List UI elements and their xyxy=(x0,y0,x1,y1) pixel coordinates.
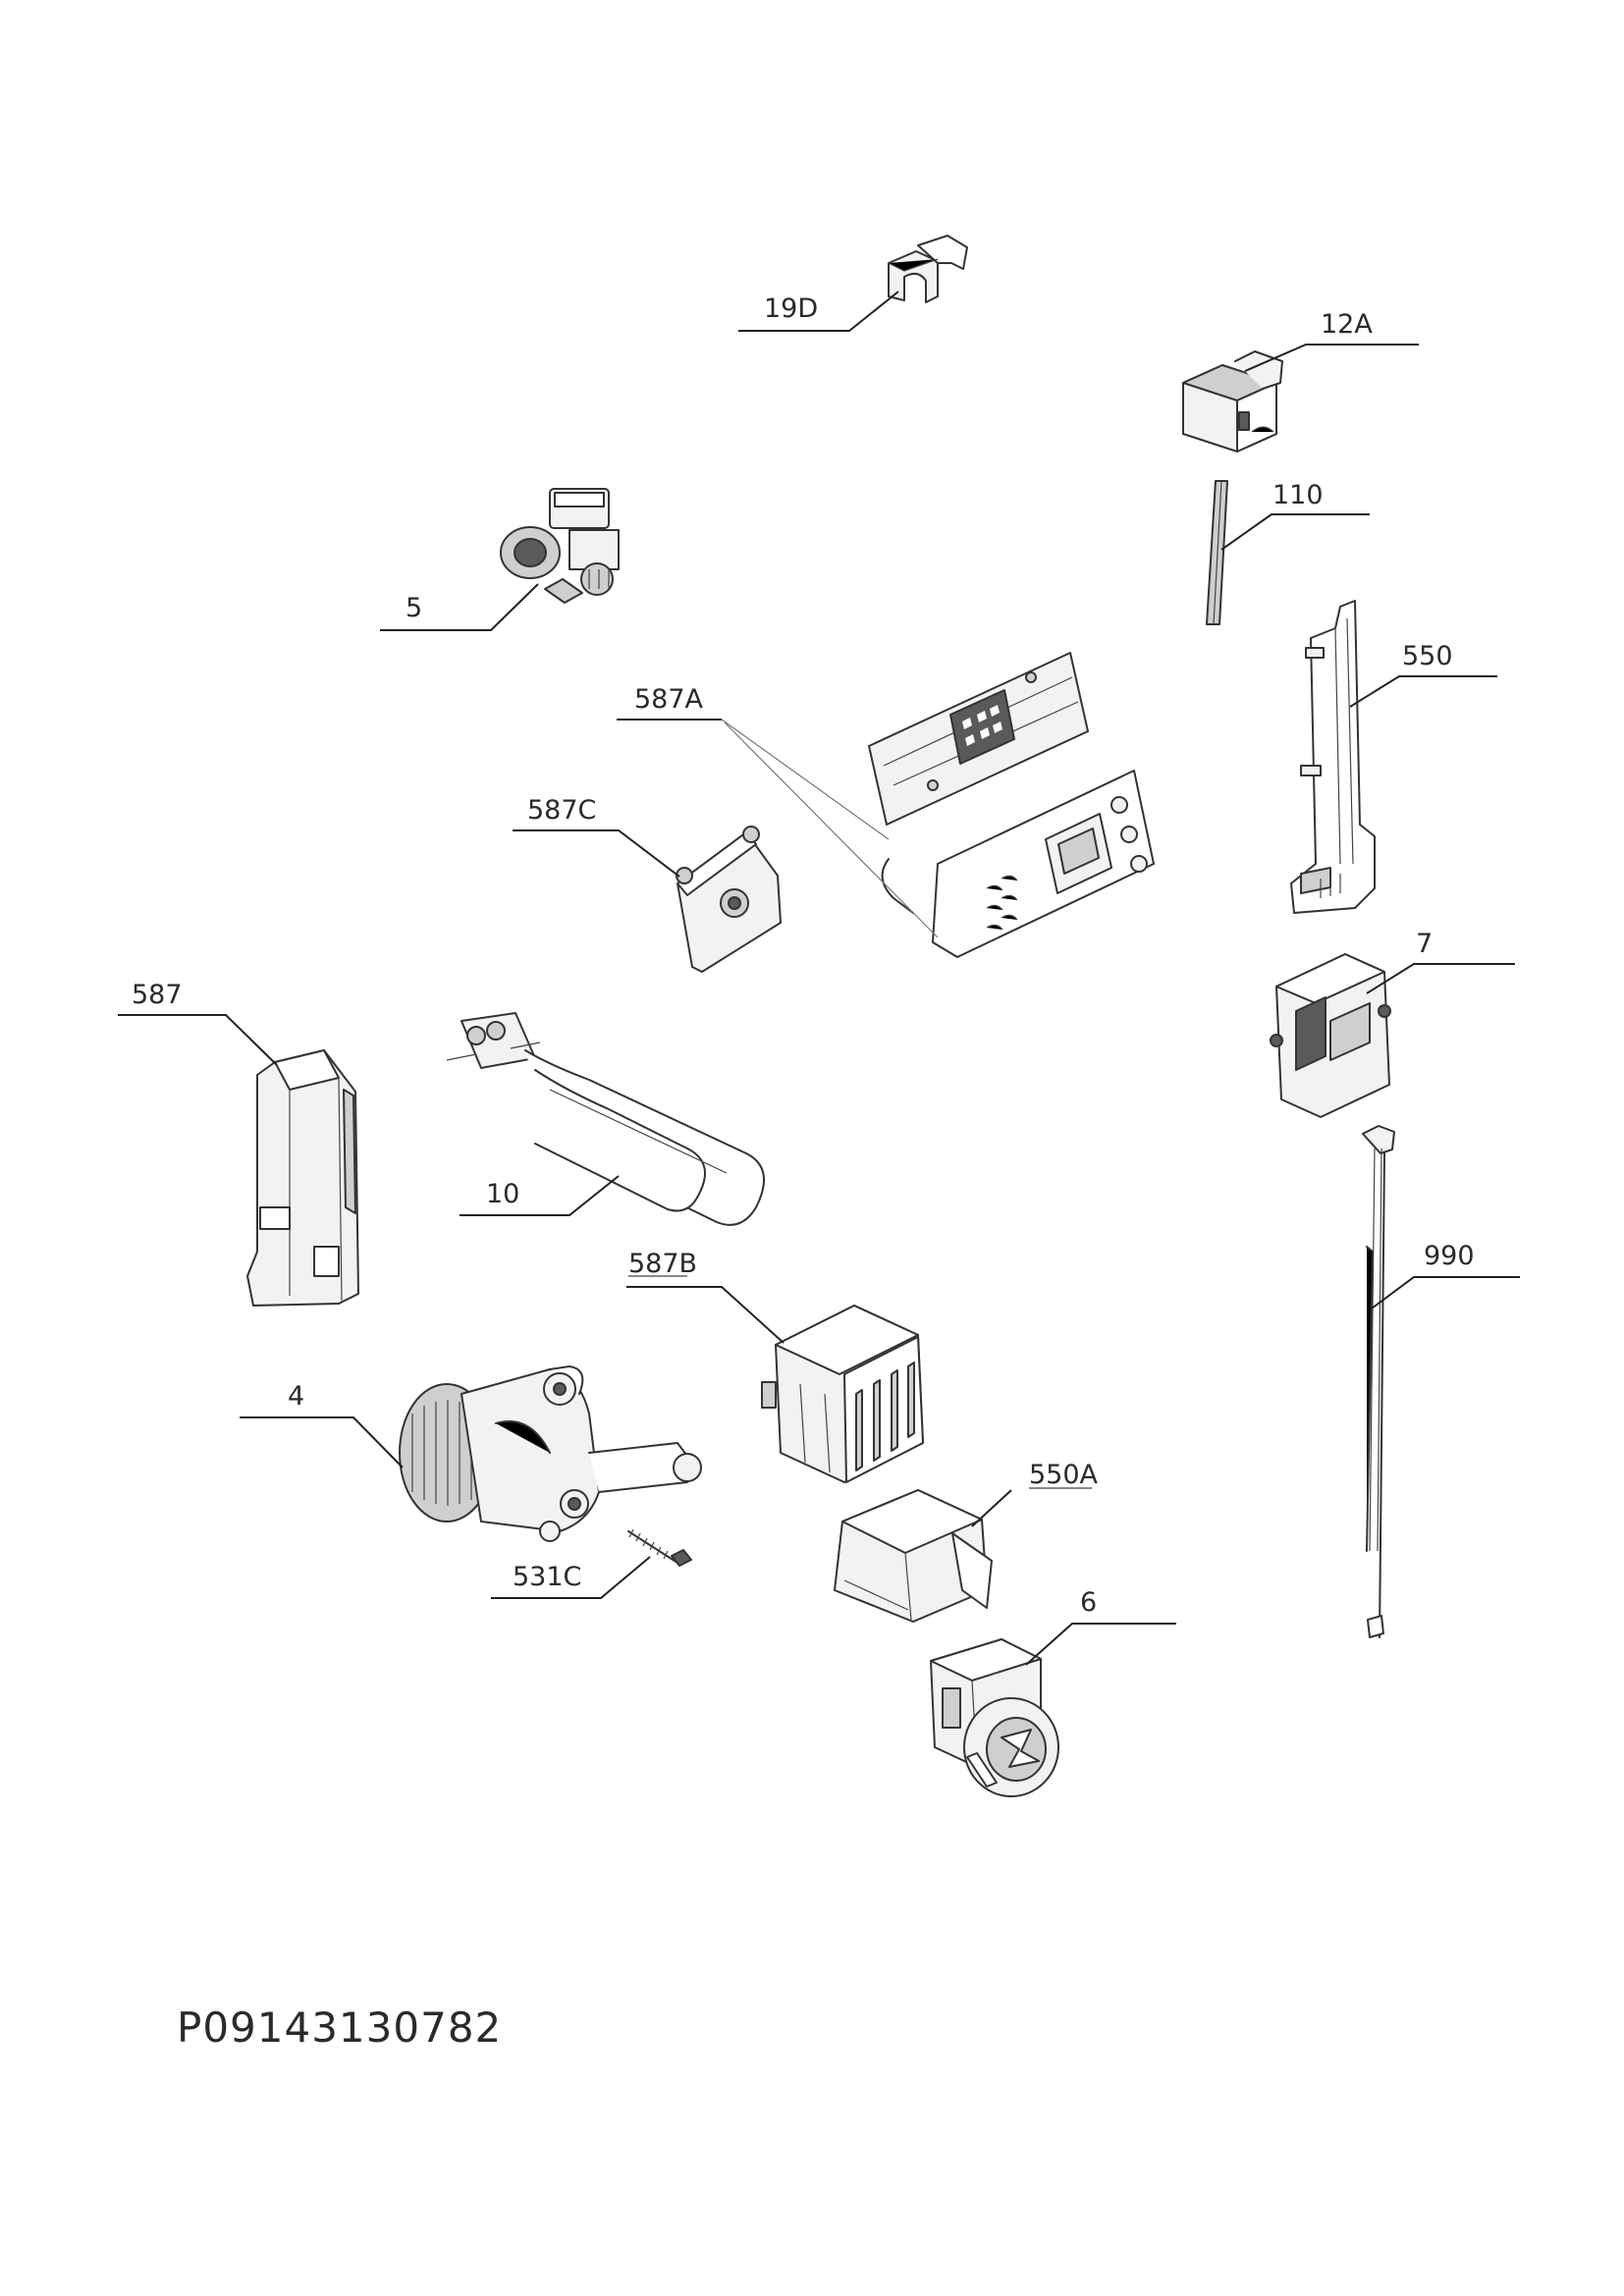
label-531C: 531C xyxy=(513,1562,581,1592)
part-550A-cover xyxy=(834,1489,993,1623)
label-587: 587 xyxy=(132,980,183,1010)
callout-990: 990 xyxy=(1371,1241,1520,1309)
label-12A: 12A xyxy=(1321,309,1373,340)
label-7: 7 xyxy=(1416,929,1433,959)
callout-587C: 587C xyxy=(513,795,680,878)
label-990: 990 xyxy=(1424,1241,1475,1271)
label-4: 4 xyxy=(288,1381,304,1412)
callout-10: 10 xyxy=(460,1175,620,1216)
label-587B: 587B xyxy=(628,1249,697,1279)
part-550-bracket xyxy=(1290,600,1376,914)
callout-587B: 587B xyxy=(626,1249,785,1344)
callout-550: 550 xyxy=(1349,641,1497,708)
label-587A: 587A xyxy=(634,684,704,715)
part-587B-heatsink-module xyxy=(761,1305,924,1483)
label-550A: 550A xyxy=(1029,1460,1099,1490)
label-10: 10 xyxy=(486,1179,519,1209)
part-990-rod xyxy=(1362,1125,1395,1638)
label-587C: 587C xyxy=(527,795,596,826)
callout-7: 7 xyxy=(1366,929,1515,994)
callout-5: 5 xyxy=(380,583,539,631)
part-4-motor xyxy=(399,1365,702,1542)
part-10-heating-element xyxy=(446,1012,765,1226)
part-587A-control-board xyxy=(868,652,1155,958)
callout-587: 587 xyxy=(118,980,278,1066)
label-550: 550 xyxy=(1402,641,1453,671)
part-12A-relay xyxy=(1182,350,1283,453)
callout-19D: 19D xyxy=(738,291,899,332)
callout-531C: 531C xyxy=(491,1556,651,1599)
part-5-inlet-valve xyxy=(500,488,620,604)
callout-110: 110 xyxy=(1220,480,1370,551)
part-587-housing xyxy=(246,1049,359,1307)
part-7-door-lock xyxy=(1270,953,1391,1118)
callout-550A: 550A xyxy=(971,1460,1099,1527)
label-5: 5 xyxy=(406,593,422,623)
part-110-rod xyxy=(1206,480,1228,625)
callout-587A: 587A xyxy=(617,684,939,938)
part-587C-module xyxy=(676,826,782,973)
part-19D-cable-clip xyxy=(888,235,968,303)
callout-4: 4 xyxy=(240,1381,404,1468)
label-6: 6 xyxy=(1080,1587,1097,1618)
callout-12A: 12A xyxy=(1244,309,1419,372)
part-531C-screw xyxy=(627,1528,692,1567)
document-code: P09143130782 xyxy=(177,2003,502,2052)
part-6-drain-pump xyxy=(930,1638,1059,1797)
label-110: 110 xyxy=(1272,480,1324,510)
callout-6: 6 xyxy=(1025,1587,1176,1666)
label-19D: 19D xyxy=(764,294,818,324)
